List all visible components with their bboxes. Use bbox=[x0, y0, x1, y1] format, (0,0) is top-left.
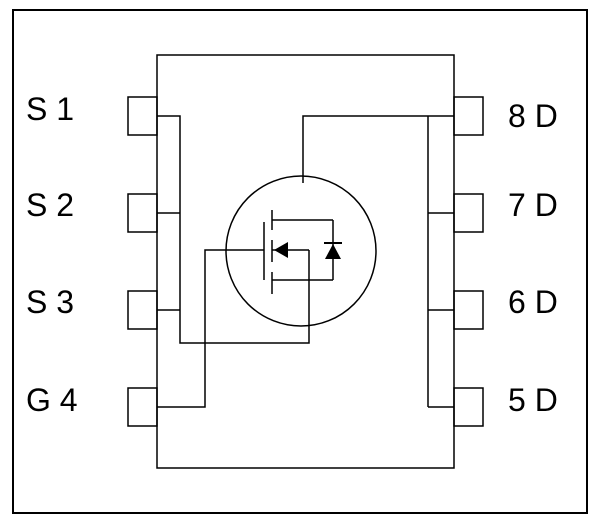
pin-d8 bbox=[453, 96, 484, 136]
pin-label-s1: S 1 bbox=[26, 91, 75, 127]
gate-wiring bbox=[157, 249, 264, 408]
drain-wiring bbox=[302, 115, 454, 408]
outer-frame bbox=[12, 9, 588, 514]
pin-d7 bbox=[453, 193, 484, 233]
pin-s2 bbox=[127, 193, 158, 233]
pin-label-s2: S 2 bbox=[26, 187, 75, 223]
pin-d5 bbox=[453, 387, 484, 427]
pin-s1 bbox=[127, 96, 158, 136]
pin-label-d8: 8 D bbox=[508, 98, 558, 134]
source-wiring bbox=[157, 115, 310, 344]
pin-g4 bbox=[127, 387, 158, 427]
package-body bbox=[156, 54, 455, 469]
pin-d6 bbox=[453, 290, 484, 330]
pin-label-d7: 7 D bbox=[508, 187, 558, 223]
pin-label-s3: S 3 bbox=[26, 284, 75, 320]
pin-label-d6: 6 D bbox=[508, 284, 558, 320]
mosfet-symbol bbox=[225, 175, 377, 327]
mosfet-circle bbox=[225, 175, 377, 327]
pin-label-d5: 5 D bbox=[508, 382, 558, 418]
pin-label-g4: G 4 bbox=[26, 382, 78, 418]
pin-s3 bbox=[127, 290, 158, 330]
